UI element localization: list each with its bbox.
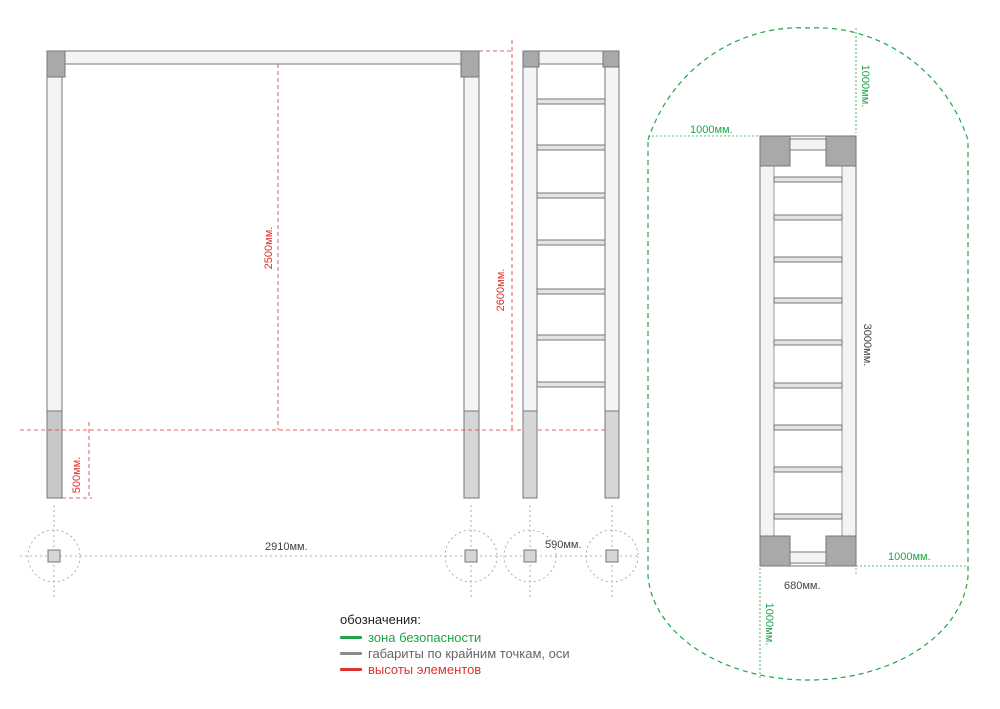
safety-left-dim: 1000мм. (690, 124, 733, 136)
height-total-dim: 2600мм. (495, 269, 507, 312)
plan-length-dim: 3000мм. (861, 324, 873, 367)
span-axes-dim: 2910мм. (265, 541, 308, 553)
ladder-width-dim: 590мм. (545, 539, 582, 551)
safety-top-dim: 1000мм. (859, 65, 871, 108)
legend-swatch-safety (340, 635, 362, 639)
legend-label-safety: зона безопасности (368, 629, 482, 645)
plan-corner-bl (759, 535, 791, 567)
plan-corner-br (825, 535, 857, 567)
safety-zone (647, 27, 969, 681)
legend: обозначения: зона безопасности габариты … (340, 612, 570, 677)
legend-item-heights: высоты элементов (340, 661, 570, 677)
safety-bottom-dim: 1000мм. (763, 603, 775, 646)
legend-title: обозначения: (340, 612, 421, 627)
axis-lines (20, 505, 640, 600)
plan-corner-tl (759, 135, 791, 167)
legend-label-axes: габариты по крайним точкам, оси (368, 645, 570, 661)
left-post-footing (46, 410, 63, 499)
legend-swatch-heights (340, 667, 362, 671)
legend-item-axes: габариты по крайним точкам, оси (340, 645, 570, 661)
post-plan-markers (47, 549, 619, 563)
height-bar-dim: 2500мм. (263, 227, 275, 270)
ladder-left-cap (522, 50, 540, 68)
safety-dim-lines (648, 28, 968, 680)
plan-view (759, 135, 857, 567)
legend-item-safety: зона безопасности (340, 629, 570, 645)
ladder-rungs (536, 98, 606, 388)
plan-gray-dims (759, 568, 857, 576)
plan-rungs (773, 176, 843, 520)
right-post-cap (460, 50, 480, 78)
legend-label-heights: высоты элементов (368, 661, 482, 677)
ladder-right-cap (602, 50, 620, 68)
right-post-footing (463, 410, 480, 499)
legend-swatch-axes (340, 651, 362, 655)
plan-width-dim: 680мм. (784, 580, 821, 592)
front-height-lines (20, 40, 618, 499)
left-post-cap (46, 50, 66, 78)
depth-footing-dim: 500мм. (71, 457, 83, 494)
safety-right-dim: 1000мм. (888, 551, 931, 563)
side-elevation (522, 50, 620, 499)
ladder-right-footing (604, 410, 620, 499)
plan-corner-tr (825, 135, 857, 167)
top-bar (53, 50, 473, 65)
ladder-left-footing (522, 410, 538, 499)
front-elevation (46, 50, 480, 499)
